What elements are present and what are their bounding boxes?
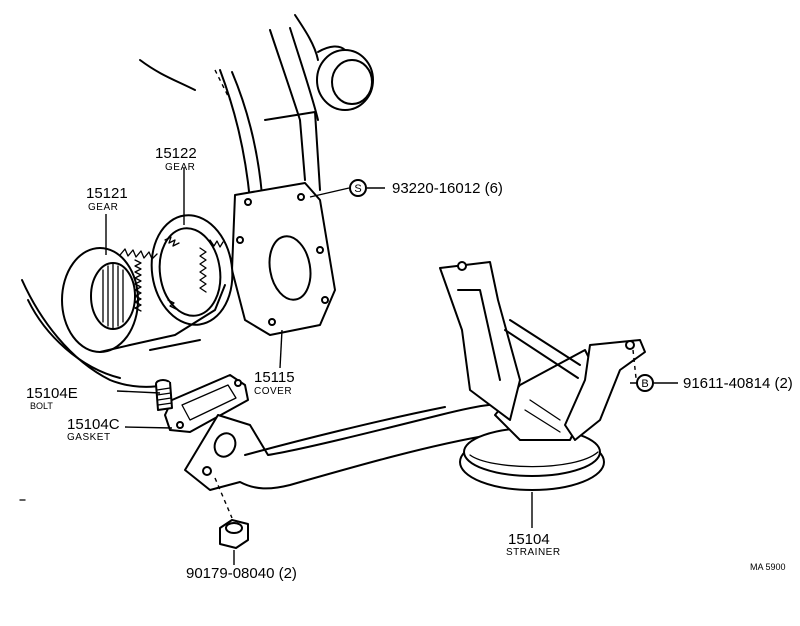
strainer-name: STRAINER: [506, 547, 561, 558]
outer-gear-15122: [150, 214, 234, 326]
oil-pump-cover: [231, 182, 336, 336]
leader-lines: [105, 168, 678, 565]
gasket-name: GASKET: [67, 432, 111, 443]
gear-15122-number: 15122: [155, 145, 197, 162]
screw-symbol-circle: [349, 179, 367, 197]
gasket-15104c: [164, 374, 249, 433]
drive-gear-15121: [61, 247, 226, 353]
cover-name: COVER: [254, 386, 292, 397]
cover-number: 15115: [254, 369, 295, 386]
oil-strainer-15104: [439, 261, 646, 491]
bolt-number: 15104E: [26, 385, 78, 402]
bolt-symbol-circle: [636, 374, 654, 392]
nut-90179: [219, 519, 249, 549]
oil-pipe-cap: [294, 14, 374, 111]
gear-15122-name: GEAR: [165, 162, 195, 173]
bolt-name: BOLT: [30, 401, 53, 411]
bolt-15104e: [155, 379, 173, 411]
bolt-symbol: B: [641, 378, 648, 390]
figure-code: MA 5900: [750, 562, 786, 572]
assembly-dashed-lines: [214, 69, 637, 519]
nut-part-number: 90179-08040 (2): [186, 565, 297, 582]
gear-15121-number: 15121: [86, 185, 128, 202]
gasket-number: 15104C: [67, 416, 120, 433]
strainer-number: 15104: [508, 531, 550, 548]
screw-part-number: 93220-16012 (6): [392, 180, 503, 197]
bolt-b-part-number: 91611-40814 (2): [683, 375, 793, 392]
screw-symbol: S: [354, 183, 361, 195]
engine-block-outline: [19, 27, 321, 501]
gear-15121-name: GEAR: [88, 202, 118, 213]
